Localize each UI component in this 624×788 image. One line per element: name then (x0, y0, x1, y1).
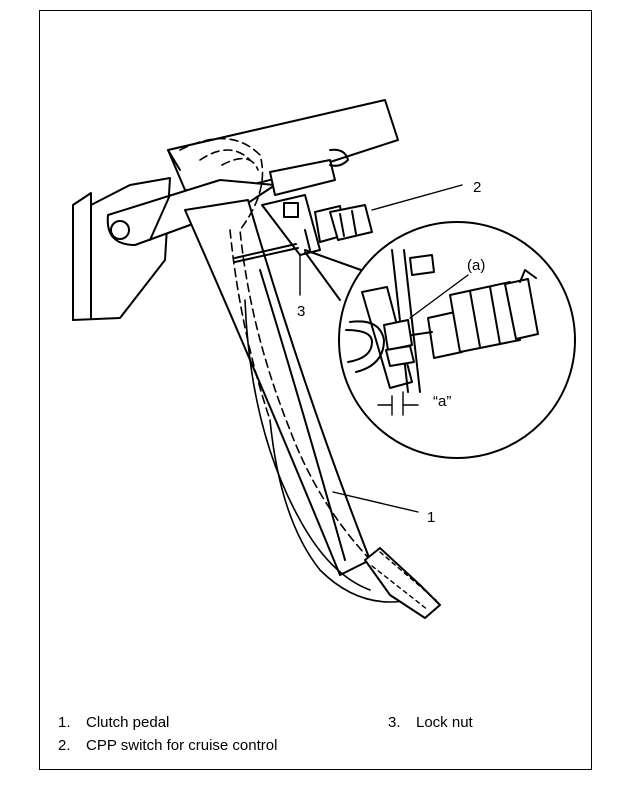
pedal-released-outline (179, 137, 431, 601)
legend-number: 1. (58, 714, 71, 731)
figure-frame (39, 10, 592, 770)
legend-label: CPP switch for cruise control (86, 737, 278, 754)
callout-2: 2 (473, 179, 481, 196)
clutch-pedal-lever (184, 199, 371, 576)
pedal-sweep-outline (244, 299, 411, 603)
pedal-pad (364, 547, 441, 619)
legend-item-3: 3. Lock nut (388, 714, 473, 731)
callout-3: 3 (297, 303, 305, 320)
callout-a-paren: (a) (467, 257, 485, 274)
leader-lines (299, 184, 469, 513)
legend-number: 2. (58, 737, 71, 754)
detail-magnifier (304, 221, 576, 459)
legend-label: Lock nut (416, 714, 473, 731)
callout-1: 1 (427, 509, 435, 526)
legend-label: Clutch pedal (86, 714, 170, 731)
cpp-switch-top (234, 148, 373, 263)
callout-a-quote: “a” (433, 393, 451, 410)
legend-item-1: 1. Clutch pedal (58, 714, 169, 731)
legend-item-2: 2. CPP switch for cruise control (58, 737, 277, 754)
legend-number: 3. (388, 714, 401, 731)
